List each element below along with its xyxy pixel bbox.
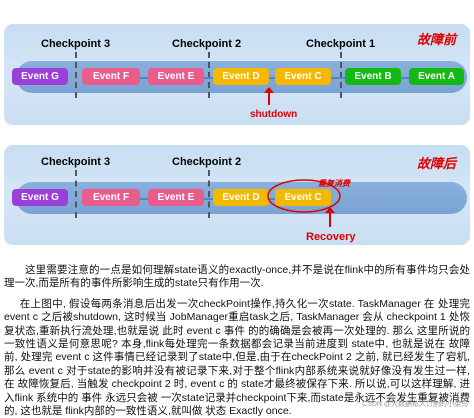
event-g: Event G (12, 68, 68, 85)
recovery-arrow-icon (325, 207, 335, 227)
reconsume-label: 重复消费 (318, 179, 350, 188)
event-e-after: Event E (148, 189, 204, 206)
panel-title-after: 故障后 (416, 156, 456, 171)
event-d-after: Event D (213, 189, 269, 206)
event-f-after: Event F (82, 189, 140, 206)
checkpoint-3-label: Checkpoint 3 (41, 38, 111, 50)
watermark-text: CSDN @大数据私人订制的小菜鸟 (362, 401, 468, 408)
shutdown-arrow-icon (264, 87, 274, 105)
explanation-text: 这里需要注意的一点是如何理解state语义的exactly-once,并不是说在… (4, 264, 470, 418)
event-f: Event F (82, 68, 140, 85)
checkpoint-3-label-after: Checkpoint 3 (41, 156, 111, 168)
event-a: Event A (409, 68, 464, 85)
checkpoint-3-dashed-line (75, 52, 77, 98)
event-c: Event C (275, 68, 331, 85)
panel-before-failure: 故障前 Checkpoint 3 Checkpoint 2 Checkpoint… (4, 24, 470, 125)
event-b: Event B (345, 68, 401, 85)
checkpoint-2-label: Checkpoint 2 (172, 38, 242, 50)
shutdown-label: shutdown (250, 109, 298, 120)
reconsume-ellipse-icon (267, 179, 341, 213)
event-d: Event D (213, 68, 269, 85)
checkpoint-1-label: Checkpoint 1 (306, 38, 376, 50)
panel-title-before: 故障前 (416, 32, 456, 47)
paragraph-2: 在上图中, 假设每两条消息后出发一次checkPoint操作,持久化一次stat… (4, 297, 470, 418)
checkpoint-2-dashed-line (208, 52, 210, 98)
event-e: Event E (148, 68, 204, 85)
recovery-label: Recovery (306, 231, 356, 243)
checkpoint-3-dashed-line-after (75, 170, 77, 218)
checkpoint-2-dashed-line-after (208, 170, 210, 218)
event-c-after: Event C (275, 189, 331, 206)
event-g-after: Event G (12, 189, 68, 206)
panel-after-failure: 故障后 Checkpoint 3 Checkpoint 2 Event G Ev… (4, 145, 470, 245)
checkpoint-2-label-after: Checkpoint 2 (172, 156, 242, 168)
paragraph-1: 这里需要注意的一点是如何理解state语义的exactly-once,并不是说在… (4, 264, 470, 290)
checkpoint-1-dashed-line (340, 52, 342, 98)
